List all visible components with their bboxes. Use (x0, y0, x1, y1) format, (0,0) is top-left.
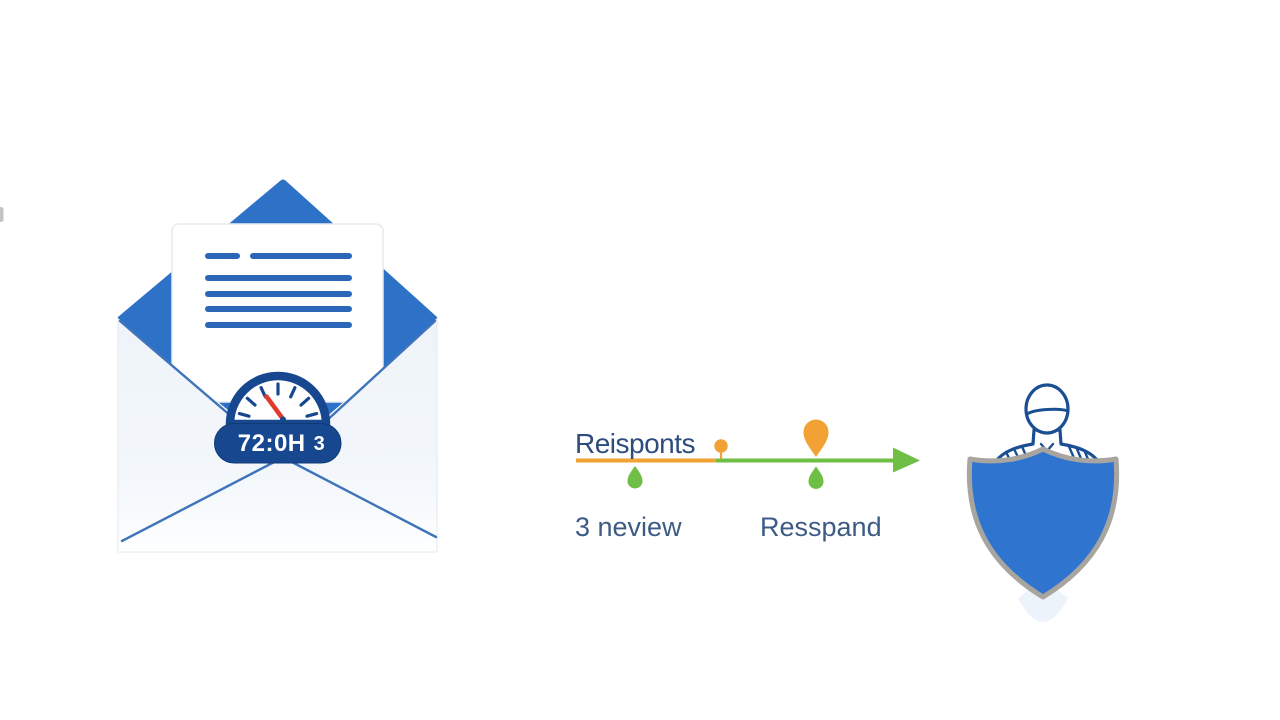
shield-reflection (1018, 589, 1068, 622)
letter-text-lines (205, 253, 352, 328)
timeline-title: Reisponts (575, 428, 696, 459)
person-cap-band (1025, 407, 1070, 416)
gauge-pivot (280, 416, 286, 423)
timer-badge (214, 423, 342, 464)
gauge-ticks (237, 382, 319, 418)
drop-marker-icon (808, 466, 824, 490)
drop-marker-icon (627, 466, 643, 489)
timer-badge-label: 72:0H 3 (214, 424, 341, 464)
timeline-graphic (576, 419, 920, 490)
timeline-start-label: 3 neview (575, 512, 682, 542)
timer-suffix: 3 (313, 432, 326, 455)
letter-icon (171, 223, 384, 403)
milestone-pin-icon (803, 419, 829, 457)
gauge-needle (264, 394, 286, 422)
shield-icon (966, 446, 1120, 600)
envelope-lower-fold-lines (120, 457, 438, 543)
timeline-arrow-icon (893, 447, 920, 473)
timeline-end-label: Resspand (760, 512, 882, 542)
timer-value: 72:0H (237, 430, 306, 457)
envelope-icon (117, 179, 438, 553)
timer-gauge-icon (214, 371, 342, 464)
milestone-dot-icon (714, 439, 728, 459)
edge-artifact (0, 207, 4, 222)
